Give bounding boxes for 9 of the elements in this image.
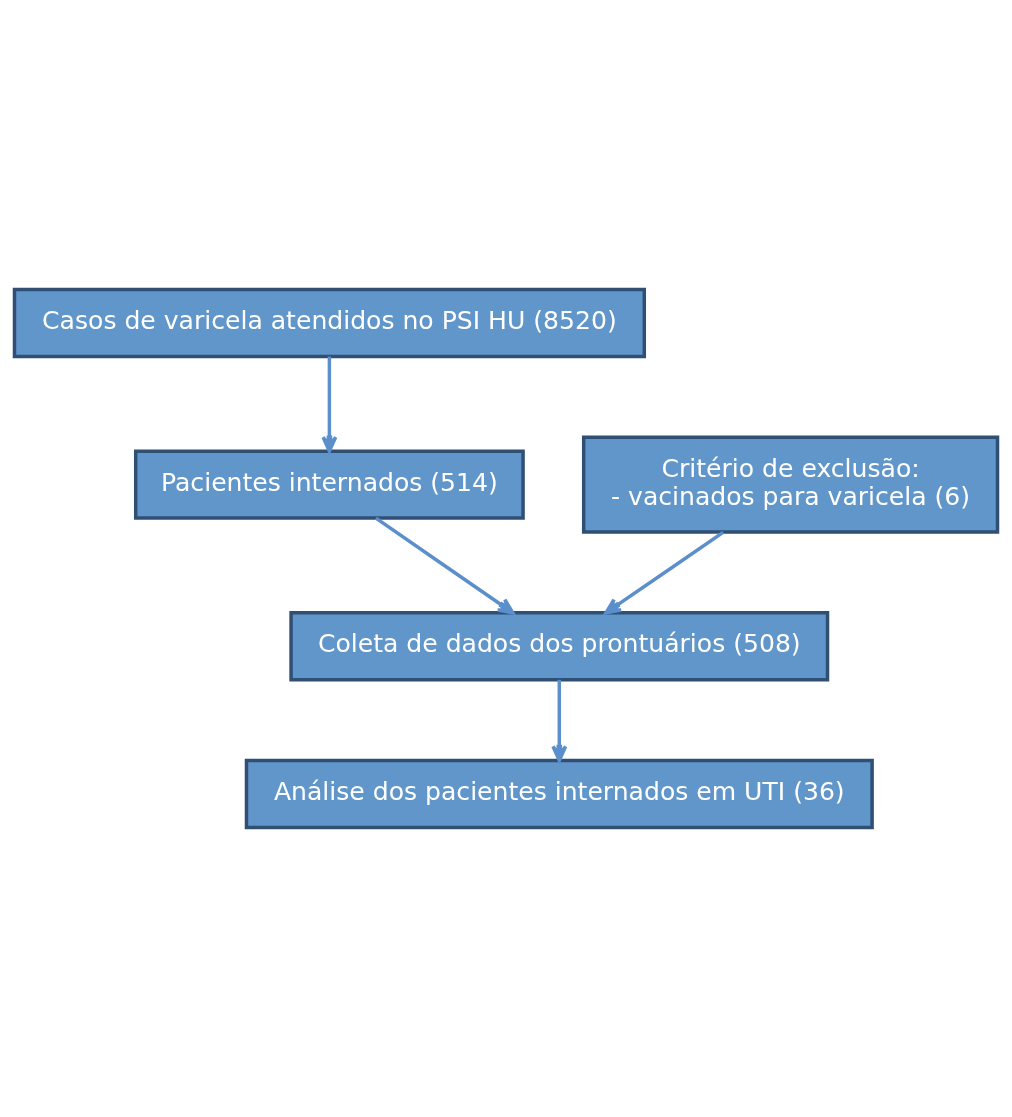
node-box: Casos de varicela atendidos no PSI HU (8520) (12, 287, 647, 359)
arrow (551, 679, 568, 763)
arrow (604, 531, 725, 615)
node-box: Pacientes internados (514) (133, 449, 525, 520)
node-box: Critério de exclusão: - vacinados para varicela (6) (581, 435, 1000, 534)
node-box: Coleta de dados dos prontuários (508) (289, 611, 830, 682)
arrow (374, 516, 515, 615)
node-box: Análise dos pacientes internados em UTI (36) (244, 758, 874, 830)
arrow (321, 356, 338, 453)
